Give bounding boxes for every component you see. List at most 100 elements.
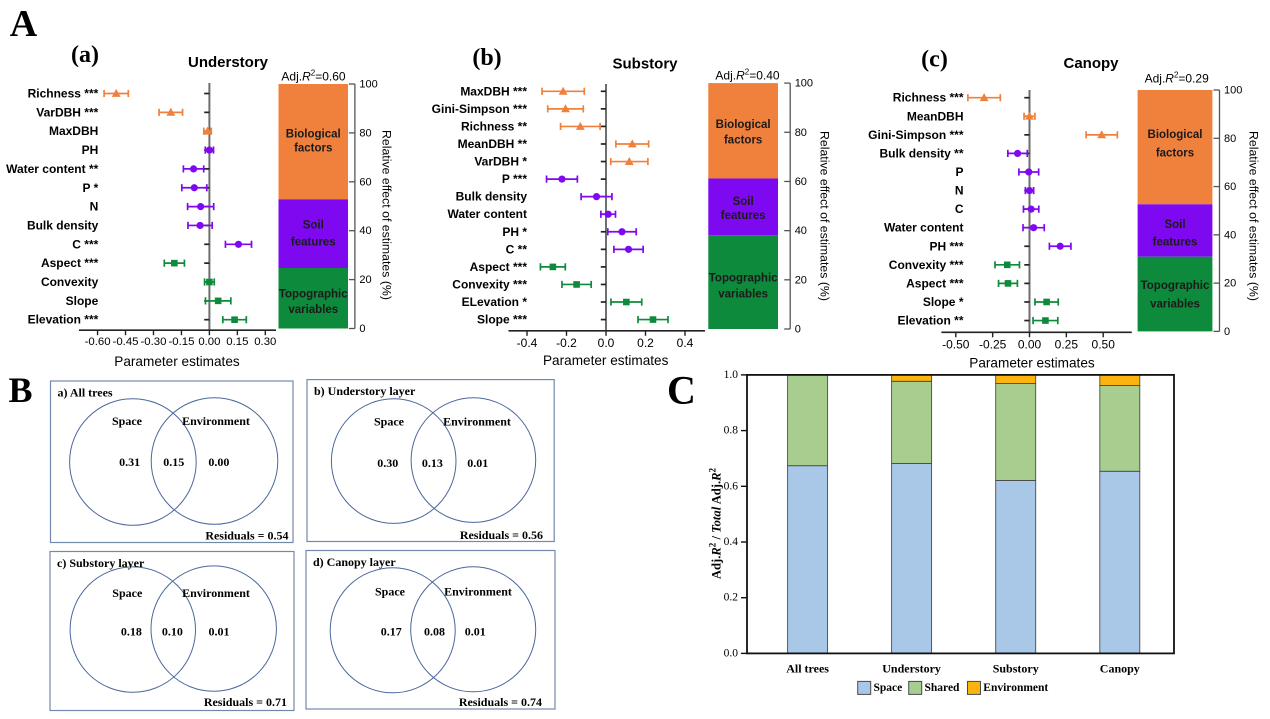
svg-text:Parameter estimates: Parameter estimates (543, 353, 669, 368)
svg-text:0.30: 0.30 (254, 336, 276, 348)
svg-text:factors: factors (294, 143, 332, 155)
svg-text:B: B (8, 370, 32, 410)
svg-text:a) All trees: a) All trees (58, 386, 113, 400)
svg-text:Adj.R2=0.40: Adj.R2=0.40 (715, 67, 780, 83)
svg-text:Soil: Soil (1164, 219, 1185, 231)
svg-text:-0.4: -0.4 (517, 336, 538, 350)
svg-text:0: 0 (1224, 326, 1230, 338)
svg-text:C **: C ** (506, 242, 528, 256)
svg-text:-0.25: -0.25 (979, 337, 1007, 351)
svg-text:0.15: 0.15 (226, 336, 248, 348)
svg-text:Environment: Environment (182, 414, 250, 428)
svg-text:60: 60 (1224, 181, 1236, 193)
svg-text:Environment: Environment (983, 682, 1048, 694)
svg-text:Aspect ***: Aspect *** (470, 260, 528, 274)
svg-text:80: 80 (359, 127, 371, 139)
svg-text:Relative effect of estimates (: Relative effect of estimates (%) (380, 130, 394, 300)
svg-text:0.15: 0.15 (163, 455, 184, 469)
svg-text:features: features (291, 237, 336, 249)
svg-text:Slope *: Slope * (923, 295, 964, 309)
svg-text:-0.45: -0.45 (113, 336, 139, 348)
svg-text:P: P (955, 165, 963, 179)
svg-text:0.00: 0.00 (1018, 337, 1042, 351)
svg-text:All trees: All trees (786, 662, 829, 676)
svg-text:0.08: 0.08 (424, 625, 445, 639)
svg-text:Adj.R2=0.29: Adj.R2=0.29 (1145, 70, 1210, 86)
svg-text:20: 20 (359, 274, 371, 286)
svg-text:0.13: 0.13 (422, 456, 443, 470)
svg-text:variables: variables (718, 289, 768, 301)
svg-text:100: 100 (1224, 85, 1242, 97)
svg-text:C: C (955, 202, 964, 216)
svg-text:Richness **: Richness ** (461, 119, 527, 133)
svg-text:Environment: Environment (444, 585, 512, 599)
svg-text:features: features (721, 210, 766, 222)
svg-text:Substory: Substory (993, 662, 1039, 676)
svg-text:factors: factors (1156, 147, 1194, 159)
svg-text:Residuals = 0.54: Residuals = 0.54 (205, 529, 288, 543)
svg-text:0.8: 0.8 (724, 425, 739, 437)
svg-text:Residuals = 0.56: Residuals = 0.56 (460, 528, 543, 542)
svg-text:Space: Space (112, 414, 143, 428)
svg-text:d) Canopy layer: d) Canopy layer (313, 555, 396, 569)
svg-text:Convexity ***: Convexity *** (452, 277, 527, 291)
svg-text:PH: PH (82, 143, 99, 157)
svg-text:-0.30: -0.30 (140, 336, 166, 348)
svg-text:Convexity ***: Convexity *** (889, 258, 964, 272)
svg-text:0.18: 0.18 (121, 625, 142, 639)
svg-text:-0.2: -0.2 (556, 336, 577, 350)
svg-text:N: N (955, 184, 964, 198)
svg-text:MaxDBH ***: MaxDBH *** (460, 84, 527, 98)
svg-text:Canopy: Canopy (1100, 662, 1140, 676)
svg-text:0.01: 0.01 (209, 625, 230, 639)
svg-text:MaxDBH: MaxDBH (49, 124, 98, 138)
svg-text:MeanDBH: MeanDBH (907, 109, 964, 123)
svg-text:60: 60 (795, 176, 807, 188)
svg-text:N: N (90, 200, 99, 214)
svg-text:C ***: C *** (72, 237, 98, 251)
svg-text:VarDBH ***: VarDBH *** (36, 105, 98, 119)
svg-text:features: features (1153, 236, 1198, 248)
svg-text:Residuals = 0.71: Residuals = 0.71 (204, 695, 287, 709)
svg-text:0.2: 0.2 (724, 592, 739, 604)
svg-text:Environment: Environment (182, 586, 250, 600)
svg-text:PH ***: PH *** (929, 239, 963, 253)
svg-text:Topographic: Topographic (279, 289, 348, 301)
svg-text:0.4: 0.4 (677, 336, 694, 350)
svg-text:Topographic: Topographic (709, 272, 778, 284)
svg-text:Parameter estimates: Parameter estimates (969, 356, 1095, 371)
svg-text:0.50: 0.50 (1092, 337, 1116, 351)
svg-text:100: 100 (359, 79, 377, 91)
svg-text:Space: Space (374, 415, 405, 429)
svg-text:Water content **: Water content ** (6, 162, 99, 176)
svg-text:Canopy: Canopy (1063, 55, 1119, 72)
svg-text:40: 40 (359, 225, 371, 237)
svg-text:-0.60: -0.60 (85, 336, 111, 348)
svg-text:0.6: 0.6 (724, 480, 739, 492)
svg-text:0: 0 (359, 323, 365, 335)
svg-text:C: C (667, 368, 696, 413)
svg-text:Aspect ***: Aspect *** (906, 276, 964, 290)
svg-text:(c): (c) (921, 47, 948, 73)
svg-text:0: 0 (795, 324, 801, 336)
svg-text:Environment: Environment (443, 414, 511, 428)
svg-text:Relative effect of estimates (: Relative effect of estimates (%) (1247, 131, 1261, 301)
svg-text:P *: P * (83, 181, 99, 195)
svg-text:80: 80 (795, 127, 807, 139)
svg-text:Parameter estimates: Parameter estimates (114, 354, 240, 369)
svg-text:-0.15: -0.15 (168, 336, 194, 348)
svg-text:Elevation **: Elevation ** (897, 314, 963, 328)
svg-text:Gini-Simpson ***: Gini-Simpson *** (868, 128, 964, 142)
svg-text:Adj.R2=0.60: Adj.R2=0.60 (281, 68, 346, 84)
svg-text:1.0: 1.0 (724, 369, 739, 381)
svg-text:Water content: Water content (884, 221, 964, 235)
svg-text:A: A (10, 3, 38, 45)
svg-text:0.01: 0.01 (465, 625, 486, 639)
svg-text:Adj.R2 / Total Adj.R2: Adj.R2 / Total Adj.R2 (708, 467, 724, 579)
svg-text:Bulk density: Bulk density (27, 218, 99, 232)
svg-text:40: 40 (795, 225, 807, 237)
svg-text:40: 40 (1224, 229, 1236, 241)
svg-text:Water content: Water content (447, 207, 527, 221)
svg-text:0.17: 0.17 (381, 625, 402, 639)
svg-text:MeanDBH **: MeanDBH ** (458, 137, 528, 151)
